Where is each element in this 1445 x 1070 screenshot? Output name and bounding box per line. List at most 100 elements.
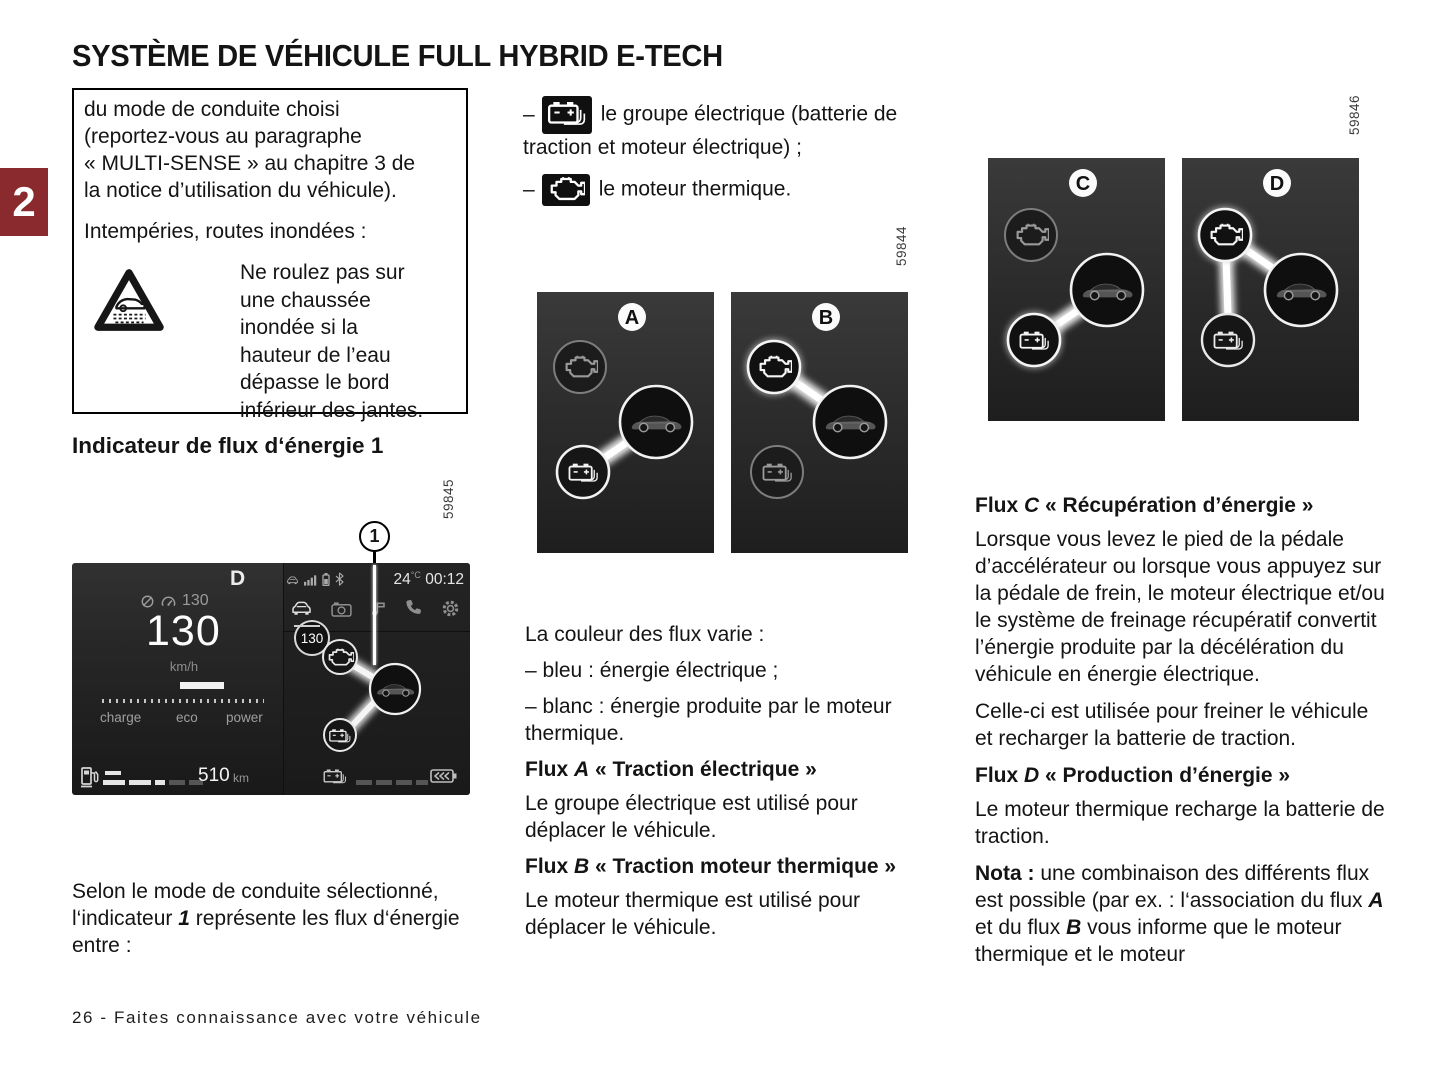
panel-label-badge — [1069, 169, 1097, 197]
gauge-label-charge: charge — [100, 710, 142, 725]
dash: – — [523, 102, 535, 126]
traction-battery-icon — [322, 766, 348, 785]
warning-text: Ne roulez pas sur une chaussée inondée s… — [240, 261, 424, 422]
warning-block: Ne roulez pas sur une chaussée inondée s… — [84, 259, 456, 424]
instrument-cluster: D 130 130 130 km/h charge eco power 510 … — [72, 563, 470, 795]
cluster-divider — [283, 631, 470, 632]
phone-icon[interactable] — [404, 599, 423, 618]
battery-stack-icon — [541, 96, 592, 134]
engine-node — [1004, 208, 1058, 262]
temperature-unit: °C — [410, 570, 421, 580]
engine-node — [746, 339, 802, 395]
dash: – — [523, 177, 535, 201]
caption-pre: Selon le mode de conduite sélectionné, l… — [72, 880, 439, 930]
flux-b-heading: Flux B « Traction moteur thermique » — [525, 855, 897, 878]
flux-d-heading: Flux D « Production d’énergie » — [975, 764, 1291, 787]
range-value: 510 — [198, 765, 230, 786]
callout-line-on-screen — [373, 565, 376, 665]
caption-post: représente les flux d‘énergie entre : — [72, 907, 460, 957]
panel-label: C — [1076, 173, 1090, 195]
figure-ref-59844: 59844 — [894, 226, 909, 267]
info-paragraph-2: Intempéries, routes inondées : — [84, 220, 367, 243]
status-icons — [286, 572, 344, 586]
legend-text: le groupe électrique (batterie de tracti… — [523, 102, 898, 159]
panel-label-badge — [618, 303, 646, 331]
section-heading: Indicateur de flux d‘énergie 1 — [72, 433, 384, 458]
figure-ref-59846: 59846 — [1347, 95, 1362, 136]
gear-indicator: D — [230, 567, 246, 590]
flux-description-right: Flux C « Récupération d’énergie » Lorsqu… — [975, 490, 1389, 978]
vehicle-status-icon — [286, 575, 299, 586]
battery-node — [1200, 312, 1256, 368]
info-paragraph-1: du mode de conduite choisi (reportez-vou… — [84, 98, 416, 202]
flux-c-body2: Celle-ci est utilisée pour freiner le vé… — [975, 700, 1369, 750]
figure-ref-59845: 59845 — [441, 479, 456, 520]
battery-segment — [356, 780, 372, 785]
engine-node — [322, 639, 358, 675]
temperature: 24 — [393, 571, 411, 589]
eco-gauge-ticks — [102, 699, 264, 703]
fuel-segment-empty — [189, 780, 203, 785]
engine-node — [553, 340, 607, 394]
chapter-tab: 2 — [0, 168, 48, 236]
fuel-segment — [155, 780, 165, 785]
battery-status-icon — [322, 573, 330, 586]
battery-segment — [416, 780, 428, 785]
menu-active-underline — [294, 625, 320, 627]
callout-line — [373, 550, 376, 563]
color-item-blue: – bleu : énergie électrique ; — [525, 659, 779, 682]
info-box: du mode de conduite choisi (reportez-vou… — [72, 88, 468, 422]
panel-label: D — [1270, 173, 1284, 195]
time: 00:12 — [425, 571, 464, 589]
caption-ref: 1 — [178, 907, 190, 930]
legend-list: –le groupe électrique (batterie de tract… — [523, 96, 918, 219]
gauge-label-power: power — [226, 710, 263, 725]
flux-panel-d: D — [1182, 158, 1359, 421]
energy-flow-indicator — [322, 639, 422, 752]
cruise-set-speed: 130 — [182, 592, 209, 609]
bluetooth-icon — [335, 572, 344, 586]
panel-label-badge — [812, 303, 840, 331]
list-item: –le moteur thermique. — [523, 174, 918, 206]
fuel-segment-empty — [169, 780, 185, 785]
panel-label: B — [819, 307, 833, 329]
flood-warning-icon — [92, 267, 166, 335]
clock: 24°C 00:12 — [372, 570, 464, 589]
fuel-segment — [129, 780, 151, 785]
eco-gauge-value — [180, 682, 224, 689]
page-title: SYSTÈME DE VÉHICULE FULL HYBRID E-TECH — [72, 38, 723, 73]
flux-a-body: Le groupe électrique est utilisé pour dé… — [525, 792, 858, 842]
panel-label: A — [625, 307, 639, 329]
engine-node — [1197, 207, 1253, 263]
gauge-label-eco: eco — [176, 710, 198, 725]
cluster-caption: Selon le mode de conduite sélectionné, l… — [72, 878, 472, 959]
flux-description-middle: La couleur des flux varie : – bleu : éne… — [525, 621, 910, 950]
battery-segment — [376, 780, 392, 785]
speed-unit: km/h — [169, 659, 199, 674]
flux-b-body: Le moteur thermique est utilisé pour dép… — [525, 889, 861, 939]
battery-node — [750, 445, 804, 499]
battery-node — [323, 718, 357, 752]
signal-icon — [304, 574, 317, 586]
gear-icon[interactable] — [441, 599, 460, 618]
camera-icon[interactable] — [331, 601, 352, 617]
callout-1: 1 — [359, 521, 390, 552]
flux-c-heading: Flux C « Récupération d’énergie » — [975, 494, 1314, 517]
color-item-white: – blanc : énergie produite par le moteur… — [525, 695, 892, 745]
list-item: –le groupe électrique (batterie de tract… — [523, 96, 918, 161]
speed-value: 130 — [146, 607, 221, 655]
color-intro: La couleur des flux varie : — [525, 623, 765, 646]
flux-panel-c: C — [988, 158, 1165, 421]
battery-charge-icon — [430, 767, 458, 785]
cruise-row: 130 — [140, 592, 209, 610]
flux-panel-a: A — [537, 292, 714, 553]
battery-segment — [396, 780, 412, 785]
flux-d-body: Le moteur thermique recharge la batterie… — [975, 798, 1385, 848]
nota-paragraph: Nota : une combinaison des différents fl… — [975, 862, 1384, 966]
fuel-pump-icon — [80, 765, 100, 789]
flux-c-body1: Lorsque vous levez le pied de la pédale … — [975, 528, 1385, 686]
panel-label-badge — [1263, 169, 1291, 197]
battery-node — [555, 444, 611, 500]
car-tab-icon[interactable] — [290, 600, 313, 617]
